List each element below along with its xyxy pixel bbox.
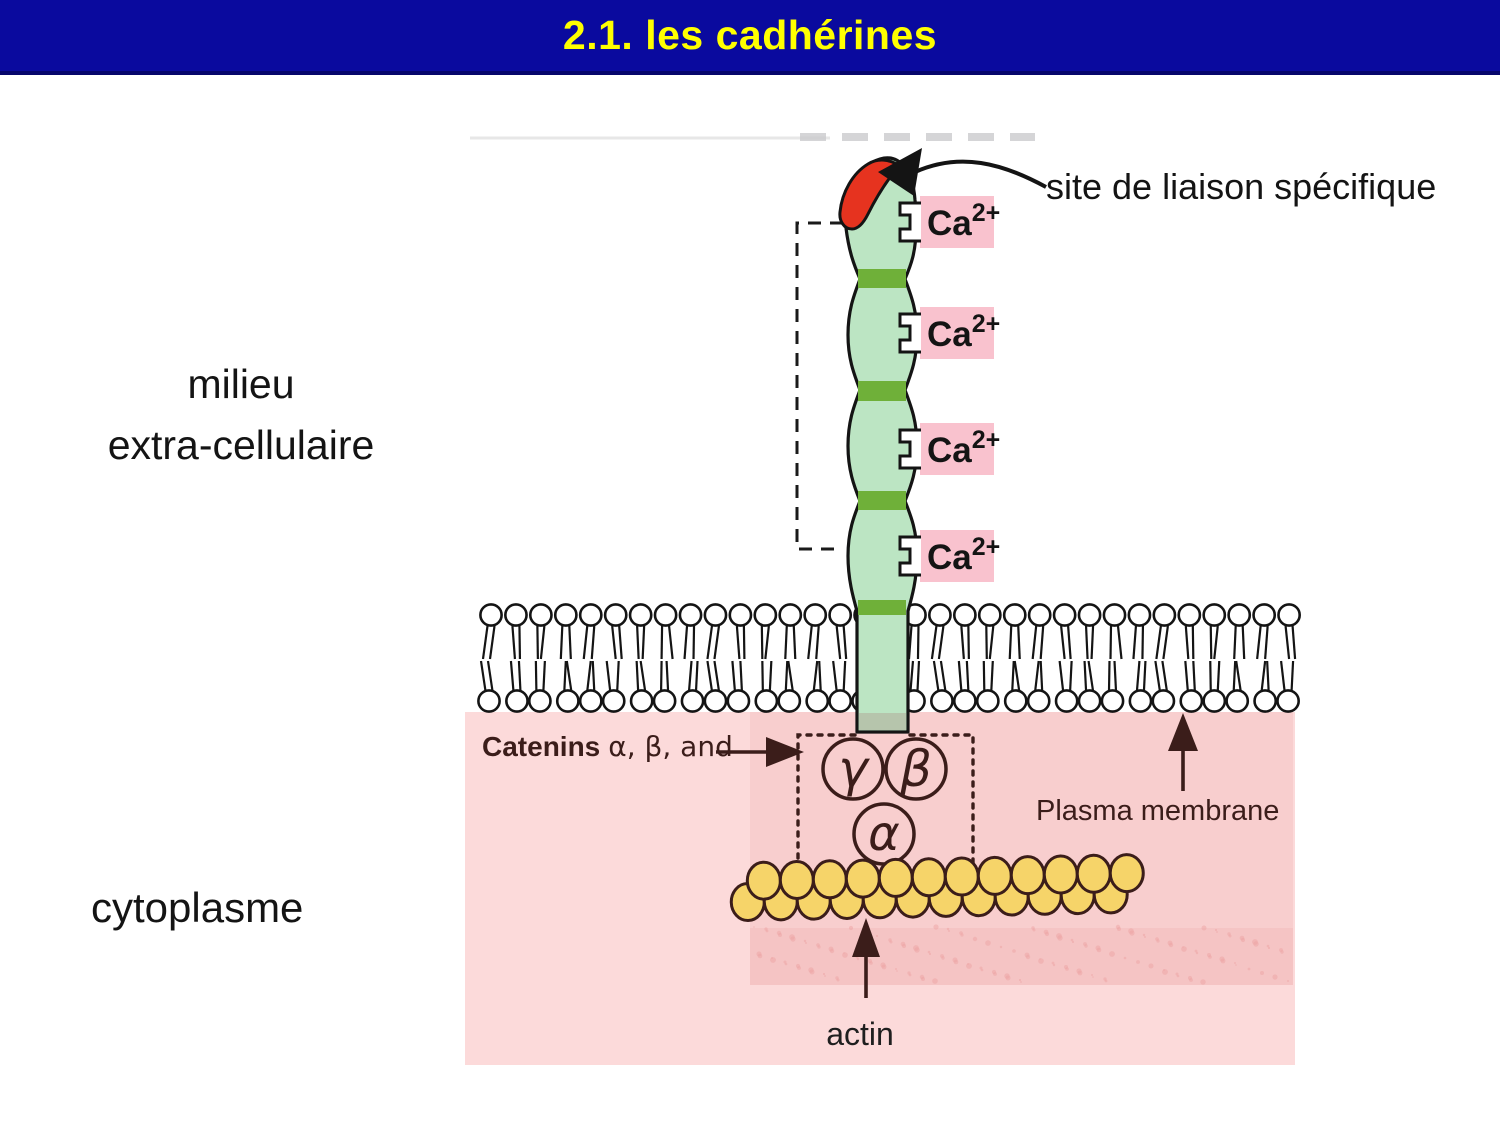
catenin-gamma-circle — [821, 737, 885, 801]
cadherin-molecule — [844, 156, 919, 734]
catenin-complex-box — [796, 733, 975, 882]
page-title: 2.1. les cadhérines — [562, 12, 938, 58]
actin-filament — [729, 853, 1145, 923]
calcium-site: Ca2+ — [898, 423, 1000, 475]
label-catenins-bold: Catenins — [482, 731, 601, 762]
linker-band — [858, 269, 906, 288]
catenin-beta-circle — [884, 737, 948, 801]
label-extracellular-line1: milieu — [187, 361, 295, 407]
ca-box — [920, 196, 994, 248]
linker-band — [858, 491, 906, 510]
label-extracellular-line2: extra-cellulaire — [107, 422, 375, 468]
header-bar: 2.1. les cadhérines — [0, 0, 1500, 75]
binding-site-cap — [838, 158, 901, 231]
linker-band — [858, 381, 906, 401]
calcium-site: Ca2+ — [898, 196, 1000, 248]
ca-notch — [898, 535, 921, 577]
calcium-sites: Ca2+ Ca2+ Ca2+ Ca2+ — [898, 196, 1000, 582]
calcium-site: Ca2+ — [898, 530, 1000, 582]
ca-label: Ca2+ — [927, 533, 1000, 577]
linker-band — [858, 600, 906, 615]
ca-label: Ca2+ — [927, 310, 1000, 354]
label-binding-site: site de liaison spécifique — [1046, 166, 1437, 207]
lipid-bilayer — [477, 603, 1301, 713]
binding-site-arrow — [878, 148, 1047, 196]
ca-box — [920, 423, 994, 475]
cytoplasm-scan-band — [750, 928, 1293, 985]
plasma-membrane-arrow — [1168, 713, 1198, 791]
label-catenins-rest: α, β, and — [608, 730, 733, 763]
ca-label: Ca2+ — [927, 199, 1000, 243]
catenin-alpha-label: α — [868, 806, 900, 862]
label-actin: actin — [826, 1016, 894, 1052]
ca-notch — [898, 312, 921, 354]
label-plasma-membrane: Plasma membrane — [1036, 795, 1280, 827]
label-extracellular: milieu extra-cellulaire — [41, 354, 441, 476]
stem-cytoplasmic-tail — [859, 713, 906, 730]
calcium-site: Ca2+ — [898, 307, 1000, 359]
ca-box — [920, 307, 994, 359]
catenin-beta-label: β — [899, 740, 932, 798]
catenins-arrow — [716, 737, 804, 767]
scan-texture — [753, 924, 1289, 985]
ca-box — [920, 530, 994, 582]
repeat-domain-bracket — [795, 221, 843, 551]
label-cytoplasm: cytoplasme — [91, 884, 304, 931]
catenin-gamma-label: γ — [838, 740, 870, 798]
ca-notch — [898, 428, 921, 470]
ca-notch — [898, 201, 921, 243]
actin-arrow — [852, 918, 880, 998]
catenin-complex: γ β α — [821, 737, 948, 866]
ca-label: Ca2+ — [927, 426, 1000, 470]
